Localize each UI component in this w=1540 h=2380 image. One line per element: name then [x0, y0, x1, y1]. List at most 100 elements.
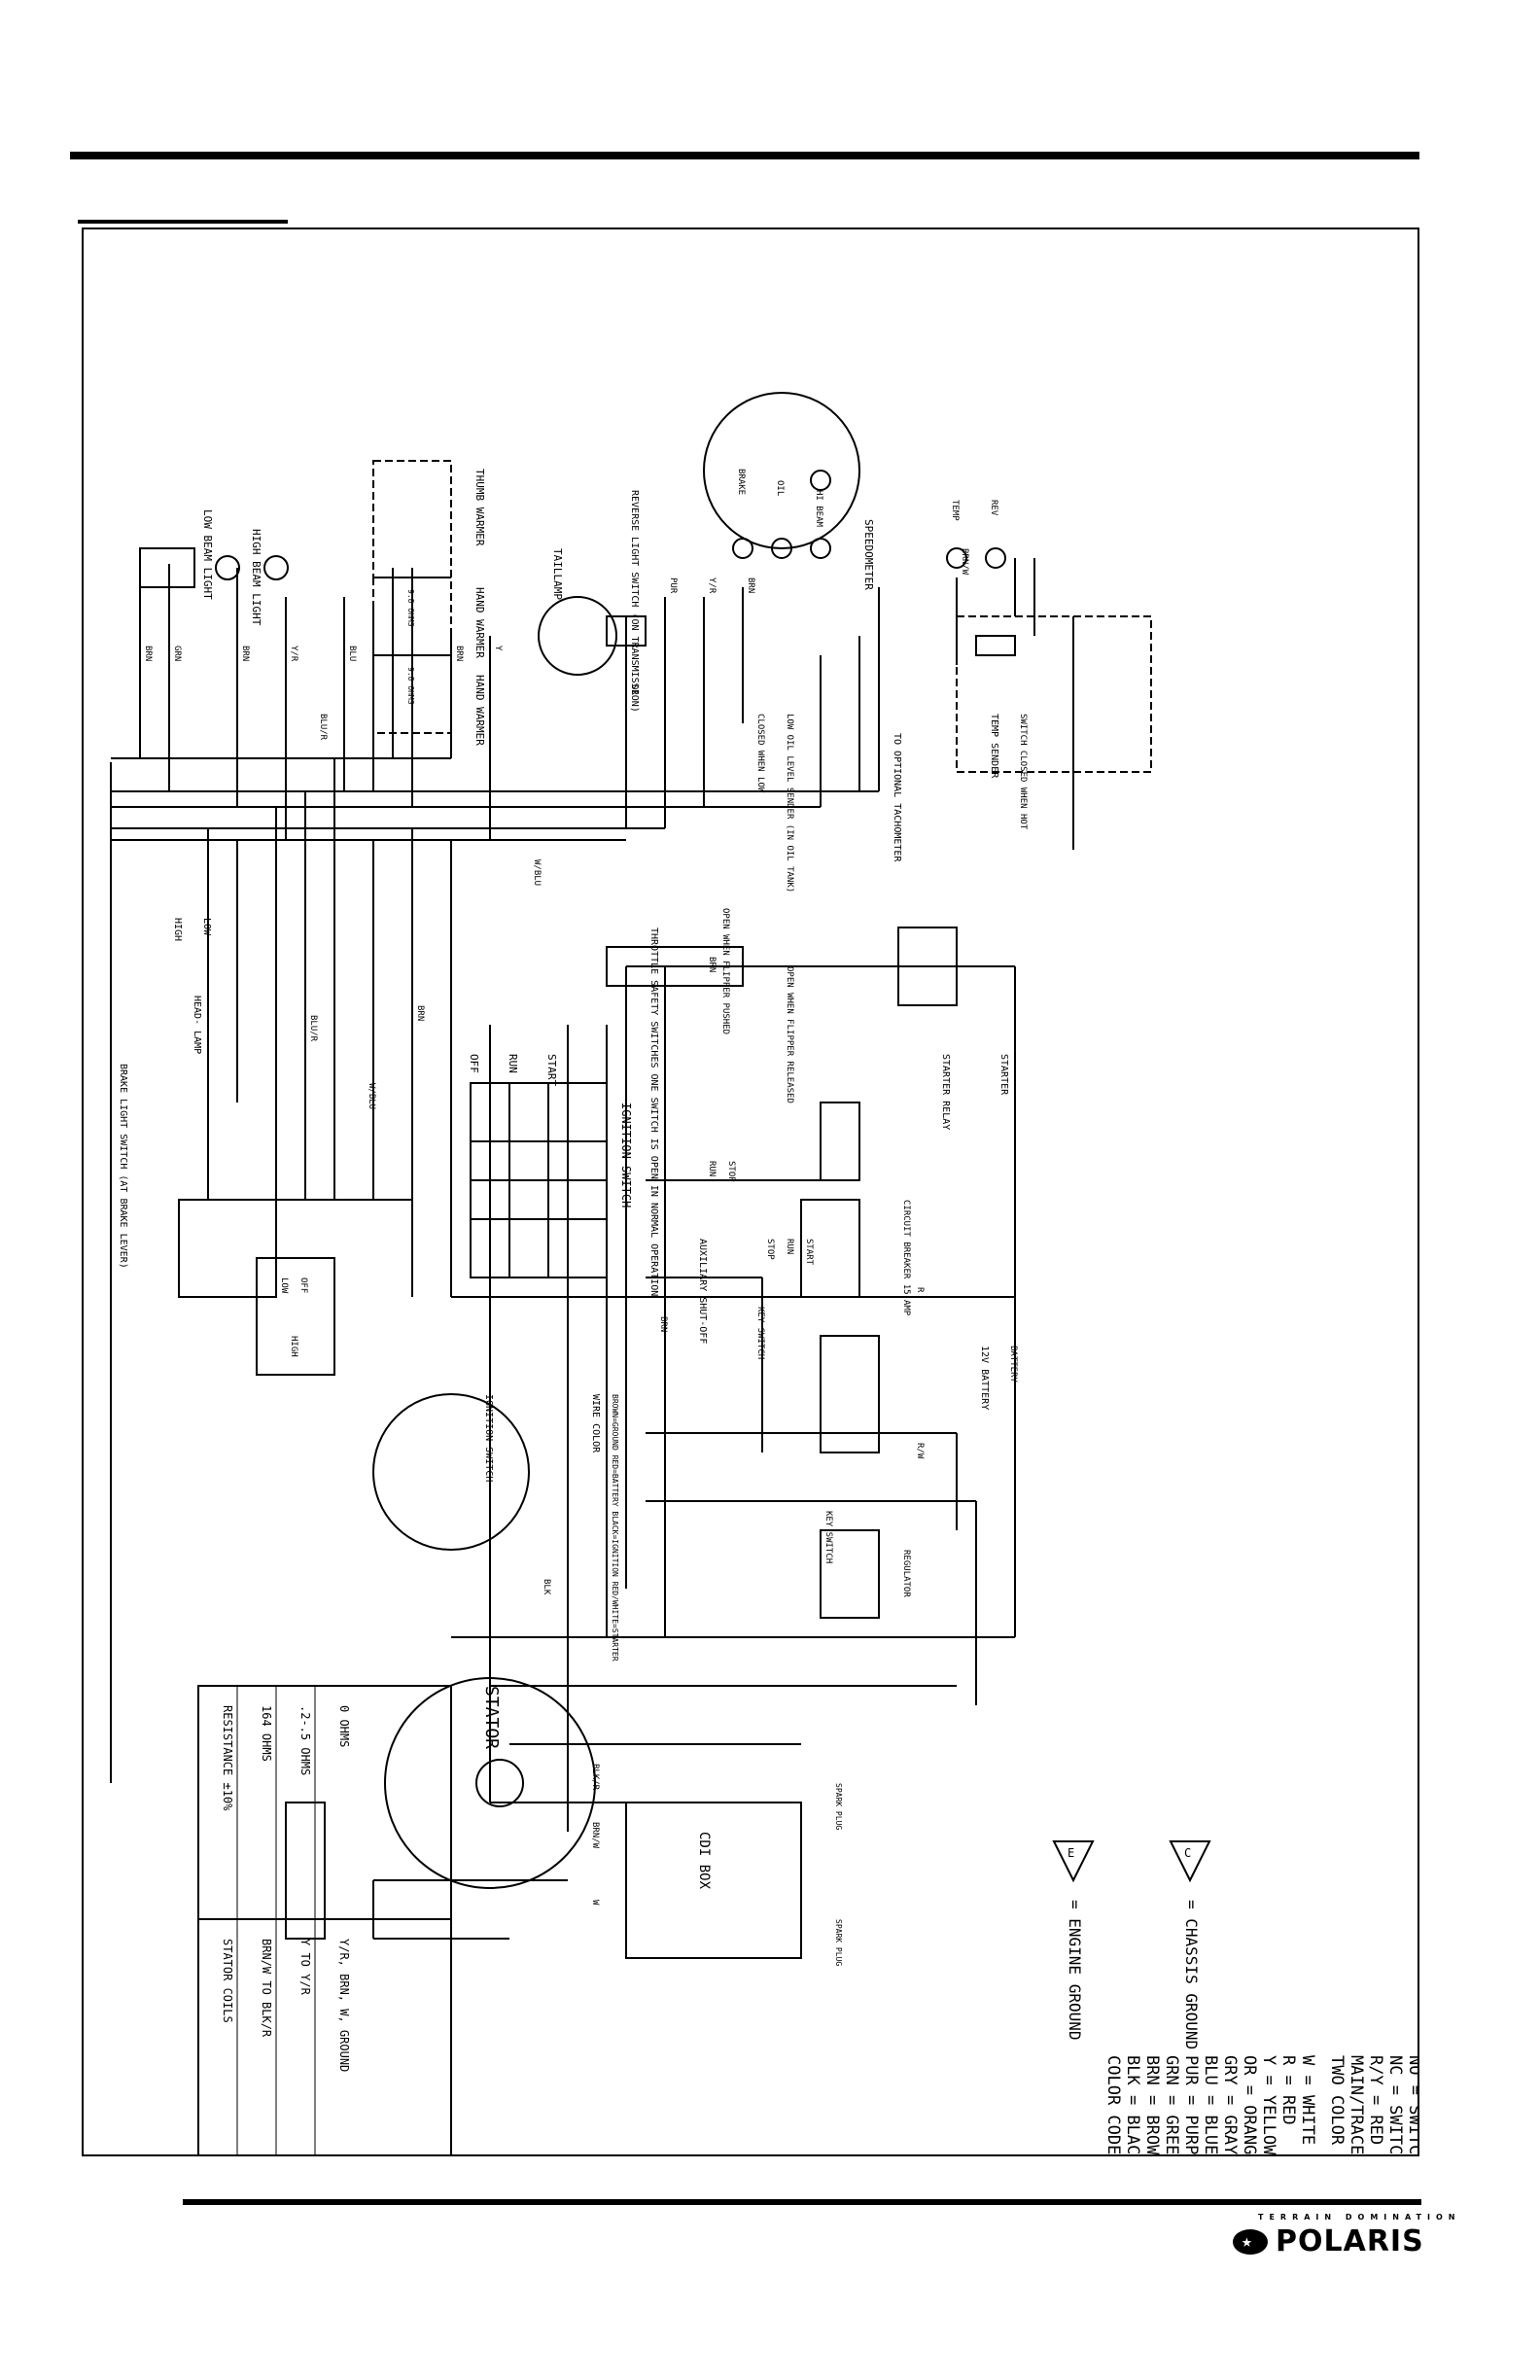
- ohms-label: 9.8 OHMS: [406, 589, 415, 627]
- closed-when-low-label: CLOSED WHEN LOW: [755, 714, 765, 793]
- dimmer-low-label: LOW: [279, 1278, 289, 1294]
- starter-relay-label: STARTER RELAY: [940, 1054, 951, 1130]
- key-stop-label: STOP: [765, 1239, 775, 1260]
- wire-label: R: [915, 1287, 925, 1293]
- wire-label: OR: [629, 684, 639, 695]
- battery-caption: BATTERY: [1008, 1346, 1018, 1383]
- cdi-box-label: CDI BOX: [696, 1832, 712, 1890]
- wire-label: BRN: [454, 646, 464, 661]
- table-cell: .2-.5 OHMS: [298, 1705, 312, 1775]
- table-cell: 0 OHMS: [337, 1705, 351, 1747]
- regulator-label: REGULATOR: [901, 1550, 911, 1597]
- ign-off-label: OFF: [468, 1054, 480, 1073]
- switch-note: NO = SWITCH NORMALLY OPEN: [1405, 2055, 1419, 2156]
- wire-label: Y/R: [707, 578, 717, 594]
- wire-label: BRN: [240, 646, 250, 661]
- wire-label: GRN: [172, 646, 182, 661]
- wire-label: BLK: [542, 1579, 551, 1595]
- color-code-item: GRY = GRAY: [1220, 2055, 1240, 2154]
- color-code-title: COLOR CODE:: [1103, 2055, 1123, 2156]
- temp-label: TEMP: [950, 500, 960, 521]
- wire-label: BRN/W: [590, 1822, 600, 1849]
- wire-label: BRN/W: [960, 548, 969, 576]
- color-code-item: OR = ORANGE: [1240, 2055, 1259, 2156]
- stator-label: STATOR: [481, 1686, 502, 1749]
- starter-label: STARTER: [998, 1054, 1009, 1096]
- ign-run-label: RUN: [507, 1054, 519, 1073]
- table-cell: Y TO Y/R: [298, 1939, 312, 1996]
- ground-e-symbol: E: [1068, 1846, 1074, 1860]
- brand-tagline: TERRAIN DOMINATION: [1258, 2213, 1461, 2222]
- diagram-frame: [82, 228, 1419, 2156]
- color-code-item: BLU = BLUE: [1201, 2055, 1220, 2154]
- wire-color-list: BROWN=GROUND RED=BATTERY BLACK=IGNITION …: [611, 1394, 619, 1662]
- polaris-logo: POLARIS: [1233, 2224, 1424, 2258]
- spark-plug-label: SPARK PLUG: [834, 1783, 843, 1830]
- key-switch-label: KEY SWITCH: [823, 1511, 833, 1563]
- wire-label: W/BLU: [532, 859, 542, 886]
- wire-label: BRN: [707, 957, 717, 972]
- header-tab-line: [78, 220, 288, 224]
- battery-label: 12V BATTERY: [979, 1346, 990, 1410]
- wire-label: Y: [493, 646, 503, 651]
- two-color-note: MAIN/TRACE COLORS. EXAMPLE:: [1347, 2055, 1366, 2156]
- low-oil-label: LOW OIL LEVEL SENDER (IN OIL TANK): [785, 714, 794, 892]
- switch-closed-hot-label: SWITCH CLOSED WHEN HOT: [1018, 714, 1028, 830]
- color-code-item: R = RED: [1278, 2055, 1298, 2125]
- hi-beam-label: HI BEAM: [814, 490, 823, 528]
- wire-label: BLU/R: [318, 714, 328, 741]
- wire-label: R/W: [915, 1443, 925, 1459]
- low-beam-label: LOW BEAM LIGHT: [201, 509, 214, 600]
- open-released-label: OPEN WHEN FLIPPER RELEASED: [785, 966, 794, 1103]
- ohms-label: 9.8 OHMS: [406, 667, 415, 705]
- ground-c-symbol: C: [1184, 1846, 1191, 1860]
- hand-warmer-label: HAND WARMER: [473, 675, 486, 746]
- circuit-breaker-label: CIRCUIT BREAKER 15 AMP: [901, 1200, 911, 1316]
- headlamp-label: HEAD- LAMP: [192, 996, 202, 1054]
- chassis-ground-label: = CHASSIS GROUND: [1182, 1900, 1201, 2049]
- brake-light-switch-label: BRAKE LIGHT SWITCH (AT BRAKE LEVER): [118, 1064, 128, 1269]
- color-code-item: BRN = BROWN: [1142, 2055, 1162, 2156]
- table-cell: 164 OHMS: [260, 1705, 273, 1762]
- bottom-rule: [183, 2199, 1421, 2205]
- dimmer-high-label: HIGH: [289, 1336, 298, 1357]
- top-rule: [70, 152, 1419, 159]
- low-label: LOW: [201, 918, 212, 936]
- wire-label: BRN: [658, 1316, 668, 1332]
- table-header: STATOR COILS: [221, 1939, 234, 2023]
- wire-label: PUR: [668, 578, 678, 594]
- wire-label: BLK/R: [590, 1764, 600, 1791]
- wire-label: BLU: [347, 646, 357, 661]
- oil-label: OIL: [775, 480, 785, 496]
- open-pushed-label: OPEN WHEN FLIPPER PUSHED: [720, 908, 730, 1034]
- wire-color-title: WIRE COLOR: [590, 1394, 601, 1453]
- brake-label: BRAKE: [736, 469, 746, 495]
- high-label: HIGH: [172, 918, 183, 941]
- table-header: RESISTANCE ±10%: [221, 1705, 234, 1811]
- temp-sender-label: TEMP SENDER: [989, 714, 999, 779]
- aux-shutoff-label: AUXILIARY SHUT-OFF: [697, 1239, 708, 1344]
- engine-ground-label: = ENGINE GROUND: [1066, 1900, 1084, 2041]
- speedometer-label: SPEEDOMETER: [862, 519, 875, 590]
- ignition-switch-title: IGNITION SWITCH: [619, 1102, 633, 1208]
- color-code-item: GRN = GREEN: [1162, 2055, 1181, 2156]
- switch-note: NC = SWITCH NORMALLY CLOSED: [1385, 2055, 1405, 2156]
- hand-warmer-label: HAND WARMER: [473, 587, 486, 658]
- color-code-item: PUR = PURPLE: [1181, 2055, 1201, 2156]
- star-icon: [1233, 2228, 1268, 2255]
- wire-label: W/BLU: [367, 1083, 376, 1109]
- two-color-note: TWO COLOR WIRES ARE SHOWN WITH: [1327, 2055, 1347, 2156]
- color-code-item: BLK = BLACK: [1123, 2055, 1142, 2156]
- thumb-warmer-label: THUMB WARMER: [473, 469, 486, 546]
- table-cell: Y/R, BRN, W, GROUND: [337, 1939, 351, 2072]
- key-run-label: RUN: [785, 1239, 794, 1254]
- ign-start-label: START: [545, 1054, 558, 1086]
- wire-label: BRN: [746, 578, 755, 593]
- two-color-note: R/Y = RED WITH YELLOW TRACER: [1366, 2055, 1385, 2156]
- to-tach-label: TO OPTIONAL TACHOMETER: [892, 733, 902, 862]
- throttle-safety-label: THROTTLE SAFETY SWITCHES ONE SWITCH IS O…: [648, 928, 659, 1296]
- wiring-diagram: BRN GRN BRN Y/R BLU BLU/R BRN Y OR PUR Y…: [110, 392, 1419, 2156]
- high-beam-label: HIGH BEAM LIGHT: [250, 529, 262, 626]
- ign-switch-2-label: IGNITION SWITCH: [483, 1394, 494, 1482]
- spark-plug-label: SPARK PLUG: [834, 1919, 843, 1966]
